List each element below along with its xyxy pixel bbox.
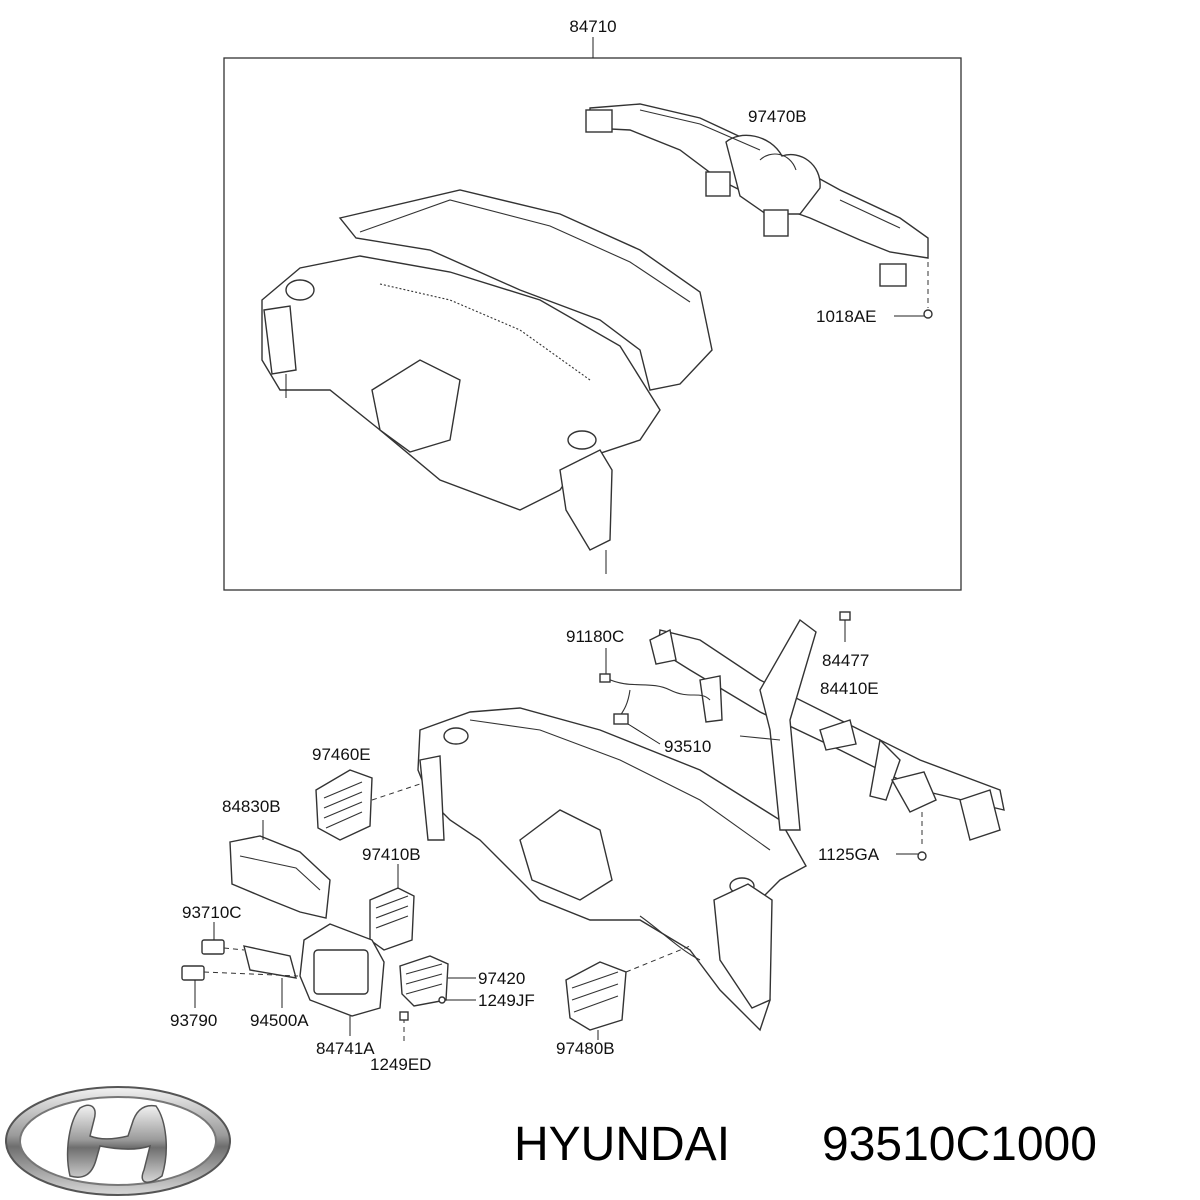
callout-1249ED: 1249ED — [370, 1055, 431, 1074]
callout-1018AE: 1018AE — [816, 307, 877, 326]
callout-97420: 97420 — [478, 969, 525, 988]
dash-panel-lower — [417, 707, 807, 1032]
side-vent-right — [565, 945, 691, 1040]
cluster-fascia — [229, 820, 331, 919]
callout-1249JF: 1249JF — [478, 991, 535, 1010]
dash-panel-top — [261, 189, 713, 574]
callout-94500A: 94500A — [250, 1011, 309, 1030]
footer-brand: HYUNDAI — [514, 1118, 730, 1171]
callout-84477: 84477 — [822, 651, 869, 670]
side-vent-left — [315, 769, 421, 841]
center-vent — [369, 864, 415, 951]
callout-labels: 84710 97470B 1018AE 91180C 84477 84410E … — [170, 17, 880, 1074]
callout-97470B: 97470B — [748, 107, 807, 126]
bolt-84477 — [839, 611, 851, 642]
callout-97460E: 97460E — [312, 745, 371, 764]
wiring-harness — [599, 648, 711, 745]
footer-part-number: 93510C1000 — [822, 1118, 1097, 1171]
lower-assembly — [181, 611, 1005, 1044]
callout-84741A: 84741A — [316, 1039, 375, 1058]
callout-93790: 93790 — [170, 1011, 217, 1030]
right-center-vent — [399, 955, 476, 1007]
air-duct-part — [585, 103, 929, 287]
center-fascia — [299, 923, 385, 1036]
top-assembly — [223, 37, 962, 591]
callout-1125GA: 1125GA — [818, 845, 880, 864]
callout-84830B: 84830B — [222, 797, 281, 816]
callout-93510: 93510 — [664, 737, 711, 756]
hyundai-logo — [5, 1086, 231, 1196]
callout-97410B: 97410B — [362, 845, 421, 864]
callout-97480B: 97480B — [556, 1039, 615, 1058]
callout-84710: 84710 — [569, 17, 616, 36]
callout-84410E: 84410E — [820, 679, 879, 698]
callout-91180C: 91180C — [566, 627, 624, 646]
cowl-cross-bar — [649, 618, 1005, 841]
callout-93710C: 93710C — [182, 903, 242, 922]
switch-group — [181, 922, 299, 1008]
